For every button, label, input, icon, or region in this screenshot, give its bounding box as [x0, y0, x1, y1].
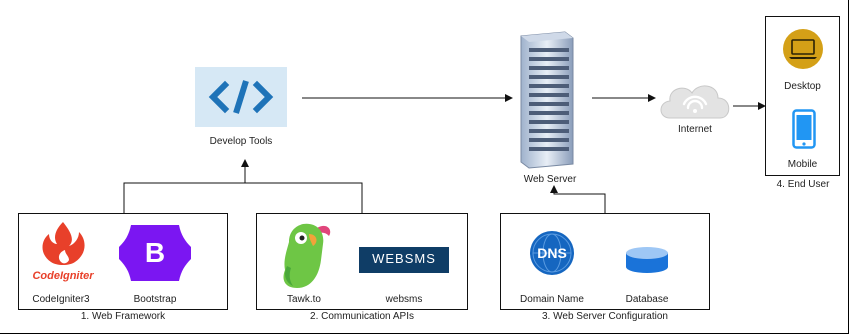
tawkto-label: Tawk.to: [287, 294, 321, 305]
mobile-phone-icon: [792, 109, 816, 149]
connector-framework: [123, 182, 245, 213]
codeigniter3-label: CodeIgniter3: [32, 294, 90, 305]
websms-logo-text: WEBSMS: [372, 251, 436, 266]
bootstrap-label: Bootstrap: [133, 294, 177, 305]
cloud-icon: [656, 80, 734, 122]
tawk-parrot-logo: [273, 220, 335, 290]
connector-apis: [245, 182, 363, 213]
internet-label: Internet: [678, 124, 712, 135]
code-brackets-icon: [208, 80, 274, 114]
develop-tools-label: Develop Tools: [209, 136, 273, 147]
web-framework-box: CodeIgniter B CodeIgniter3 Bootstrap: [18, 213, 228, 310]
laptop-icon: [783, 29, 823, 69]
mobile-label: Mobile: [787, 159, 818, 170]
desktop-label: Desktop: [784, 81, 821, 92]
web-server-config-title: 3. Web Server Configuration: [542, 311, 668, 322]
end-user-group-label: 4. End User: [776, 179, 830, 190]
connector-serverconfig: [550, 185, 606, 213]
communication-apis-title: 2. Communication APIs: [310, 311, 414, 322]
websms-label: websms: [385, 294, 423, 305]
database-icon: [624, 245, 670, 275]
end-user-box: Desktop Mobile: [765, 16, 840, 176]
develop-tools-node: [195, 67, 287, 127]
domain-name-label: Domain Name: [520, 294, 584, 305]
bootstrap-logo: B: [117, 223, 193, 283]
database-label: Database: [625, 294, 669, 305]
web-server-icon: [515, 30, 577, 170]
dns-icon: DNS: [530, 231, 574, 275]
communication-apis-box: WEBSMS Tawk.to websms: [256, 213, 468, 310]
codeigniter-logo: CodeIgniter: [25, 218, 101, 286]
bootstrap-letter: B: [144, 237, 166, 268]
web-server-label: Web Server: [523, 174, 577, 185]
websms-logo: WEBSMS: [359, 247, 449, 273]
codeigniter-wordmark: CodeIgniter: [32, 270, 94, 282]
web-server-config-box: DNS Domain Name Database: [500, 213, 710, 310]
web-framework-title: 1. Web Framework: [80, 311, 166, 322]
dns-text: DNS: [537, 245, 567, 261]
